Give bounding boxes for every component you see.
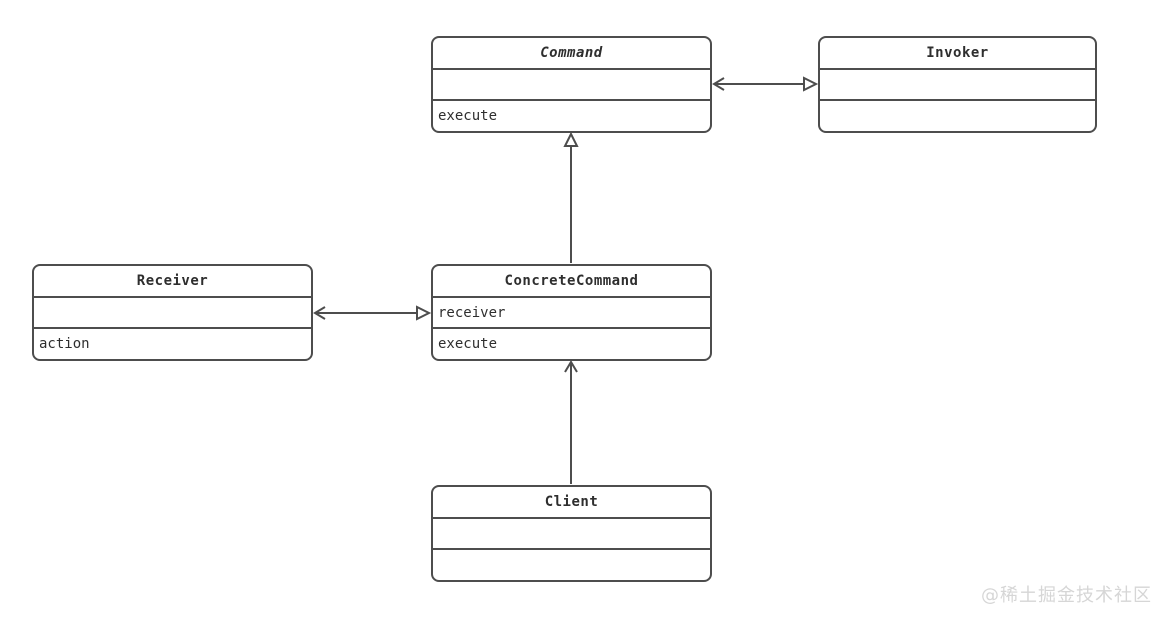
class-methods-concretecommand: execute [433, 327, 710, 359]
class-attributes-concretecommand: receiver [433, 295, 710, 328]
class-box-receiver: Receiver action [32, 264, 313, 361]
class-attributes-command [433, 67, 710, 100]
open-arrowhead-left [712, 77, 725, 91]
class-box-invoker: Invoker [818, 36, 1097, 133]
arrow-client-concretecommand [564, 360, 578, 484]
class-attributes-invoker [820, 67, 1095, 100]
class-box-concretecommand: ConcreteCommand receiver execute [431, 264, 712, 361]
class-title-receiver: Receiver [136, 272, 209, 289]
open-arrowhead-up [564, 360, 578, 373]
class-title-invoker: Invoker [926, 44, 989, 61]
hollow-triangle-arrowhead-right [803, 76, 819, 92]
inheritance-arrow-concretecommand-command [563, 131, 579, 263]
hollow-triangle-arrowhead-up [563, 131, 579, 147]
class-box-command: Command execute [431, 36, 712, 133]
class-attributes-receiver [34, 295, 311, 328]
class-box-client: Client [431, 485, 712, 582]
class-methods-client [433, 548, 710, 580]
hollow-triangle-arrowhead-right [416, 305, 432, 321]
class-methods-command: execute [433, 99, 710, 131]
class-title-concretecommand: ConcreteCommand [504, 272, 639, 289]
class-title-client: Client [544, 493, 599, 510]
watermark-text: @稀土掘金技术社区 [981, 585, 1152, 606]
open-arrowhead-left [313, 306, 326, 320]
arrow-receiver-concretecommand [313, 305, 432, 321]
class-title-command: Command [540, 44, 603, 61]
class-methods-invoker [820, 99, 1095, 131]
arrow-command-invoker [712, 76, 819, 92]
class-methods-receiver: action [34, 327, 311, 359]
class-attributes-client [433, 516, 710, 549]
